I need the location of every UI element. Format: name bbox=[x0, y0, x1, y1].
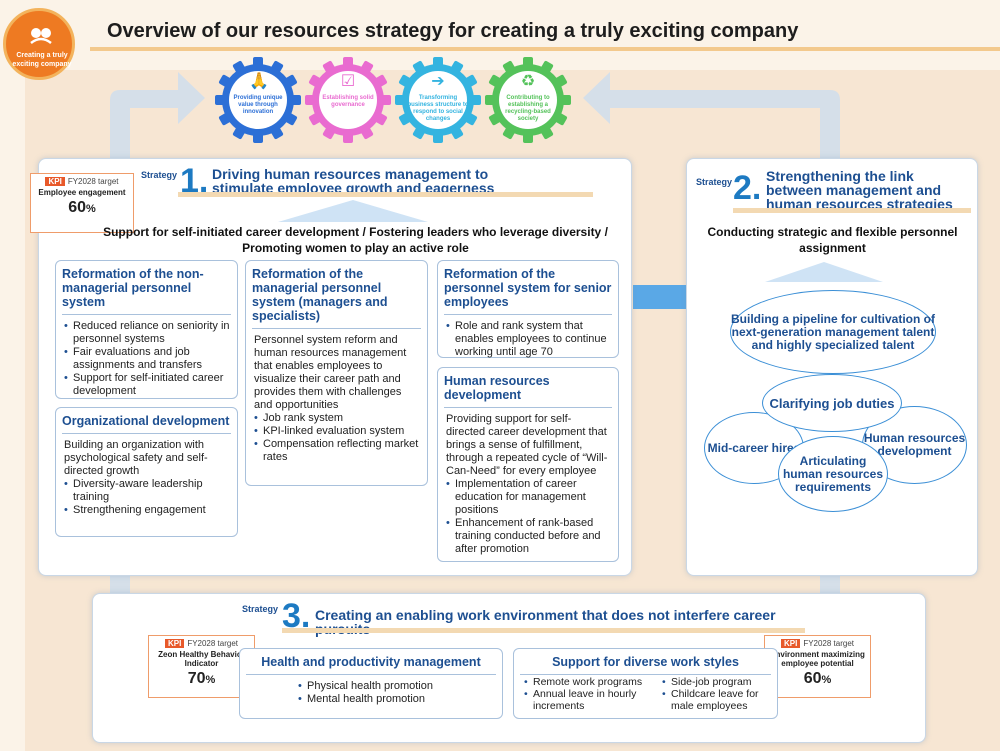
list-item: Implementation of career education for m… bbox=[446, 478, 612, 517]
up-triangle-2 bbox=[765, 262, 883, 282]
box-text: Providing support for self-directed care… bbox=[446, 413, 608, 477]
box-organizational-development: Organizational development Building an o… bbox=[55, 407, 238, 537]
box-managerial: Reformation of the managerial personnel … bbox=[245, 260, 428, 486]
box-hr-development: Human resources development Providing su… bbox=[437, 367, 619, 562]
gear-1: 🙏 Providing unique value through innovat… bbox=[213, 55, 303, 145]
gear-3: ➔ Transforming business structure to res… bbox=[393, 55, 483, 145]
kpi-tag: KPI bbox=[164, 639, 185, 648]
gear-label: Establishing solid governance bbox=[322, 95, 374, 108]
checklist-icon: ☑ bbox=[340, 73, 356, 90]
list-item: Enhancement of rank-based training condu… bbox=[446, 517, 612, 556]
list-item: Support for self-initiated career develo… bbox=[64, 372, 231, 398]
list-item: Fair evaluations and job assignments and… bbox=[64, 346, 231, 372]
kpi-unit: % bbox=[821, 674, 832, 686]
list-item: Diversity-aware leadership training bbox=[64, 478, 231, 504]
box-heading: Human resources development bbox=[444, 374, 550, 402]
box-heading: Reformation of the personnel system for … bbox=[444, 267, 612, 309]
box-heading: Health and productivity management bbox=[261, 655, 481, 669]
box-heading: Reformation of the managerial personnel … bbox=[252, 267, 388, 323]
list-item: Side-job program bbox=[662, 676, 772, 688]
up-triangle-1 bbox=[278, 200, 428, 222]
list-item: Mental health promotion bbox=[298, 693, 496, 706]
strategy-2-underline bbox=[733, 208, 971, 213]
strategy-2-subtitle: Conducting strategic and flexible person… bbox=[707, 225, 958, 255]
clarifying-ellipse: Clarifying job duties bbox=[762, 374, 902, 432]
articulating-ellipse: Articulating human resources requirement… bbox=[778, 436, 888, 512]
kpi-name: Zeon Healthy Behavior Indicator bbox=[158, 650, 245, 668]
list-item: Strengthening engagement bbox=[64, 504, 231, 517]
kpi-name: Employee engagement bbox=[38, 188, 126, 197]
kpi-target-label: FY2028 target bbox=[803, 639, 855, 648]
strategy-3-label: Strategy bbox=[242, 604, 279, 614]
page-title: Overview of our resources strategy for c… bbox=[107, 20, 799, 42]
list-item: Role and rank system that enables employ… bbox=[446, 320, 612, 359]
list-item: Childcare leave for male employees bbox=[662, 688, 772, 712]
gear-4: ♻ Contributing to establishing a recycli… bbox=[483, 55, 573, 145]
strategy-2-number: 2. bbox=[733, 169, 762, 207]
title-underline bbox=[90, 47, 1000, 51]
logo-text: Creating a truly exciting company bbox=[12, 52, 72, 68]
list-item: Job rank system bbox=[254, 412, 421, 425]
strategy-2-title: Strengthening the link between managemen… bbox=[766, 168, 953, 212]
list-item: Remote work programs bbox=[524, 676, 650, 688]
box-heading: Support for diverse work styles bbox=[552, 655, 739, 669]
kpi-target-label: FY2028 target bbox=[187, 639, 239, 648]
strategy-1-title: Driving human resources management to st… bbox=[212, 166, 495, 196]
gear-label: Providing unique value through innovatio… bbox=[233, 95, 283, 115]
kpi-value: 70 bbox=[187, 670, 206, 687]
box-text: Personnel system reform and human resour… bbox=[254, 334, 407, 411]
strategy-2-label: Strategy bbox=[696, 177, 733, 187]
kpi-unit: % bbox=[86, 203, 96, 215]
list-item: Annual leave in hourly increments bbox=[524, 688, 650, 712]
gear-label: Transforming business structure to respo… bbox=[407, 95, 469, 122]
kpi-tag: KPI bbox=[780, 639, 801, 648]
box-diverse-work-styles: Support for diverse work styles Remote w… bbox=[513, 648, 778, 719]
box-heading: Reformation of the non-managerial person… bbox=[62, 267, 204, 309]
gear-2: ☑ Establishing solid governance bbox=[303, 55, 393, 145]
list-item: Compensation reflecting market rates bbox=[254, 438, 421, 464]
kpi-name: Environment maximizing employee potentia… bbox=[770, 650, 865, 668]
strategy-3-underline bbox=[282, 628, 805, 633]
box-text: Building an organization with psychologi… bbox=[64, 439, 208, 477]
kpi-unit: % bbox=[205, 674, 216, 686]
list-item: Reduced reliance on seniority in personn… bbox=[64, 320, 231, 346]
kpi-tag: KPI bbox=[45, 177, 65, 186]
kpi-value: 60 bbox=[68, 199, 86, 216]
pipeline-ellipse: Building a pipeline for cultivation of n… bbox=[730, 290, 936, 374]
recycle-icon: ♻ bbox=[520, 73, 536, 90]
hands-icon: 🙏 bbox=[249, 73, 269, 90]
strategy-1-label: Strategy bbox=[141, 170, 178, 180]
list-item: Physical health promotion bbox=[298, 680, 496, 693]
exciting-company-logo: Creating a truly exciting company bbox=[3, 8, 75, 80]
box-health-productivity: Health and productivity management Physi… bbox=[239, 648, 503, 719]
strategy-1-underline bbox=[178, 192, 593, 197]
list-item: KPI-linked evaluation system bbox=[254, 425, 421, 438]
box-heading: Organizational development bbox=[62, 414, 230, 428]
box-senior-employees: Reformation of the personnel system for … bbox=[437, 260, 619, 358]
gear-label: Contributing to establishing a recycling… bbox=[505, 95, 551, 122]
box-non-managerial: Reformation of the non-managerial person… bbox=[55, 260, 238, 399]
strategy-1-support-text: Support for self-initiated career develo… bbox=[103, 225, 608, 255]
kpi-value: 60 bbox=[803, 670, 822, 687]
kpi-target-label: FY2028 target bbox=[67, 177, 119, 186]
transform-icon: ➔ bbox=[431, 73, 445, 90]
